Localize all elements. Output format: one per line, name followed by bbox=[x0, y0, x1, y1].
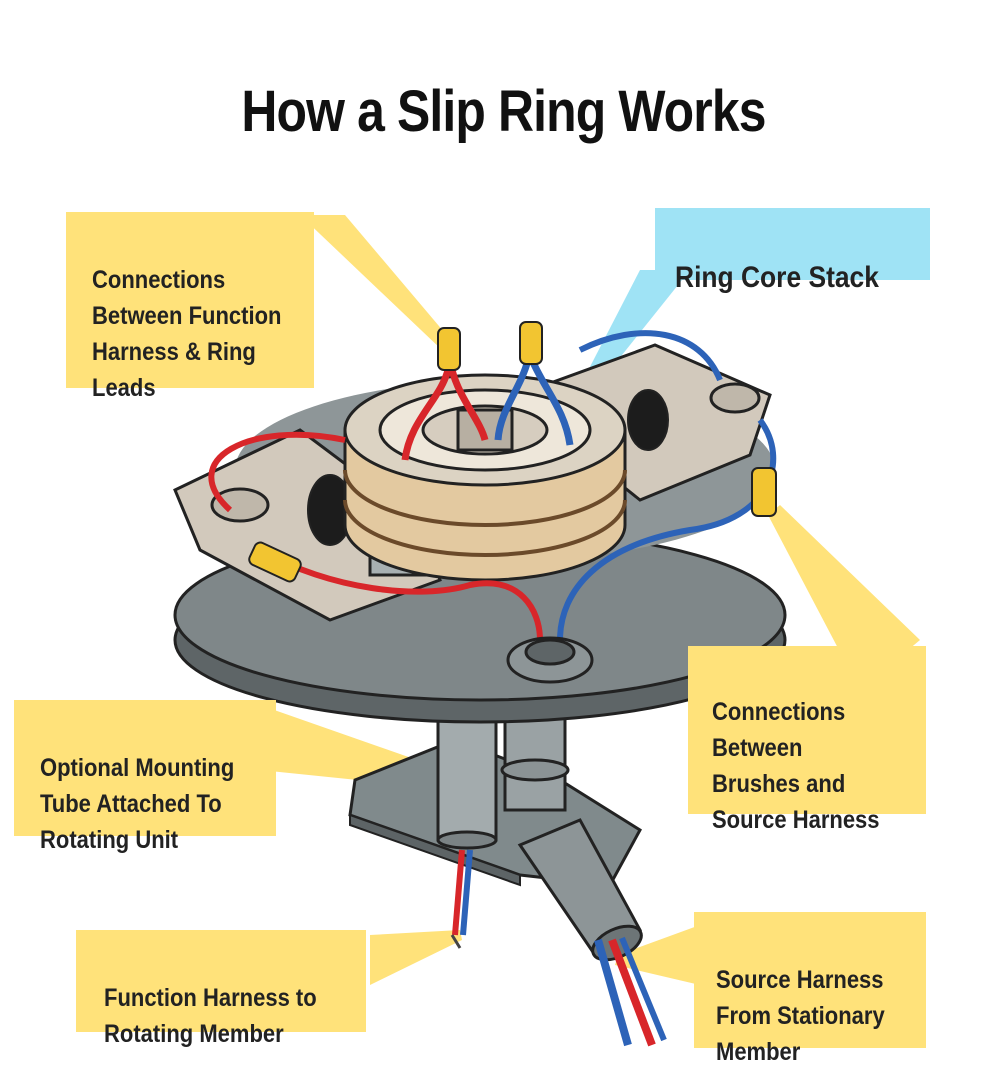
callout-text: Connections Between Brushes and Source H… bbox=[712, 698, 880, 834]
red-ring-leads bbox=[208, 368, 543, 641]
callout-text: Ring Core Stack bbox=[675, 261, 879, 294]
function-harness-wires bbox=[450, 849, 473, 949]
callout-mounting-tube: Optional Mounting Tube Attached To Rotat… bbox=[14, 700, 276, 854]
callout-text: Connections Between Function Harness & R… bbox=[92, 266, 282, 402]
callout-brushes-source: Connections Between Brushes and Source H… bbox=[688, 646, 926, 834]
crimp-connector-right bbox=[751, 467, 777, 517]
callout-function-harness: Function Harness to Rotating Member bbox=[76, 930, 366, 1048]
pointer-function-harness bbox=[370, 930, 462, 985]
callout-source-harness: Source Harness From Stationary Member bbox=[694, 912, 926, 1066]
crimp-connector-left bbox=[248, 541, 302, 583]
pointer-connections-harness-ring bbox=[300, 215, 455, 350]
grommet-nut bbox=[506, 636, 594, 684]
blue-ring-leads bbox=[494, 330, 777, 641]
callout-ring-core-stack: Ring Core Stack bbox=[655, 208, 930, 294]
source-harness-wires bbox=[594, 936, 667, 1047]
crimp-connector-top-right bbox=[519, 321, 543, 365]
pointer-brushes-source bbox=[768, 505, 920, 690]
crimp-connector-top-left bbox=[437, 327, 461, 371]
callout-text: Optional Mounting Tube Attached To Rotat… bbox=[40, 754, 235, 854]
callout-text: Function Harness to Rotating Member bbox=[104, 984, 317, 1048]
ring-core-stack bbox=[343, 373, 627, 582]
callout-connections-harness-ring: Connections Between Function Harness & R… bbox=[66, 212, 314, 402]
page-title: How a Slip Ring Works bbox=[241, 79, 766, 144]
callout-text: Source Harness From Stationary Member bbox=[716, 966, 885, 1066]
